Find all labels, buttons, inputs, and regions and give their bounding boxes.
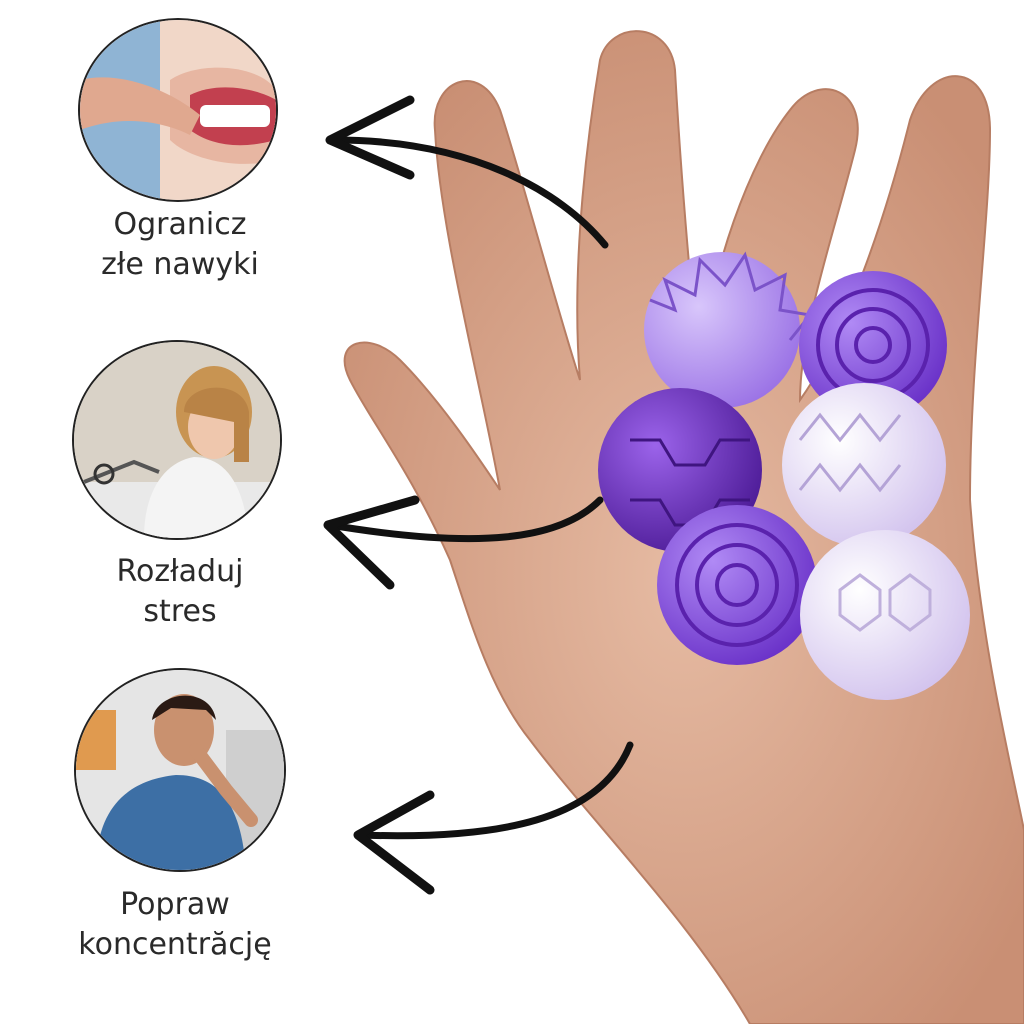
focus-photo (74, 668, 286, 872)
bad-habits-caption: Ogranicz złe nawyki (30, 205, 330, 285)
bad-habits-photo (78, 18, 278, 202)
hand-with-balls-illustration (330, 0, 1024, 1024)
stress-line1: Rozładuj (116, 554, 244, 589)
stress-caption: Rozładuj stres (30, 552, 330, 632)
spiky-ball-middle-right (782, 383, 946, 547)
focus-caption: Popraw koncentrăcję (20, 885, 330, 965)
bad-habits-line1: Ogranicz (113, 207, 247, 242)
bad-habits-line2: złe nawyki (101, 247, 259, 282)
stress-line2: stres (143, 594, 217, 629)
ribbed-ball-bottom-left (657, 505, 817, 665)
hex-ball-bottom-right (800, 530, 970, 700)
focus-line2: koncentrăcję (78, 927, 272, 962)
stress-photo (72, 340, 282, 540)
focus-line1: Popraw (120, 887, 230, 922)
spiky-ball-top (644, 251, 813, 408)
